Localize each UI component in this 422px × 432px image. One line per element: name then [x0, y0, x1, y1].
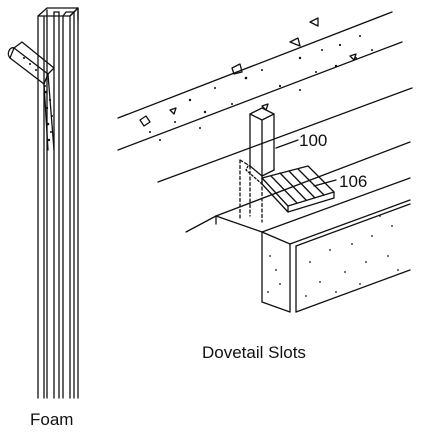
- concrete-slab: [117, 11, 413, 183]
- leader-lines: [275, 139, 337, 187]
- label-106: 106: [339, 172, 367, 191]
- caption-dovetail-slots: Dovetail Slots: [202, 343, 306, 362]
- dovetail-strip-106: [245, 165, 335, 213]
- vertical-post: [37, 7, 79, 399]
- label-100: 100: [299, 131, 327, 150]
- caption-foam: Foam: [30, 410, 73, 427]
- foam-nozzle: [7, 41, 55, 151]
- concrete-block: [185, 141, 411, 313]
